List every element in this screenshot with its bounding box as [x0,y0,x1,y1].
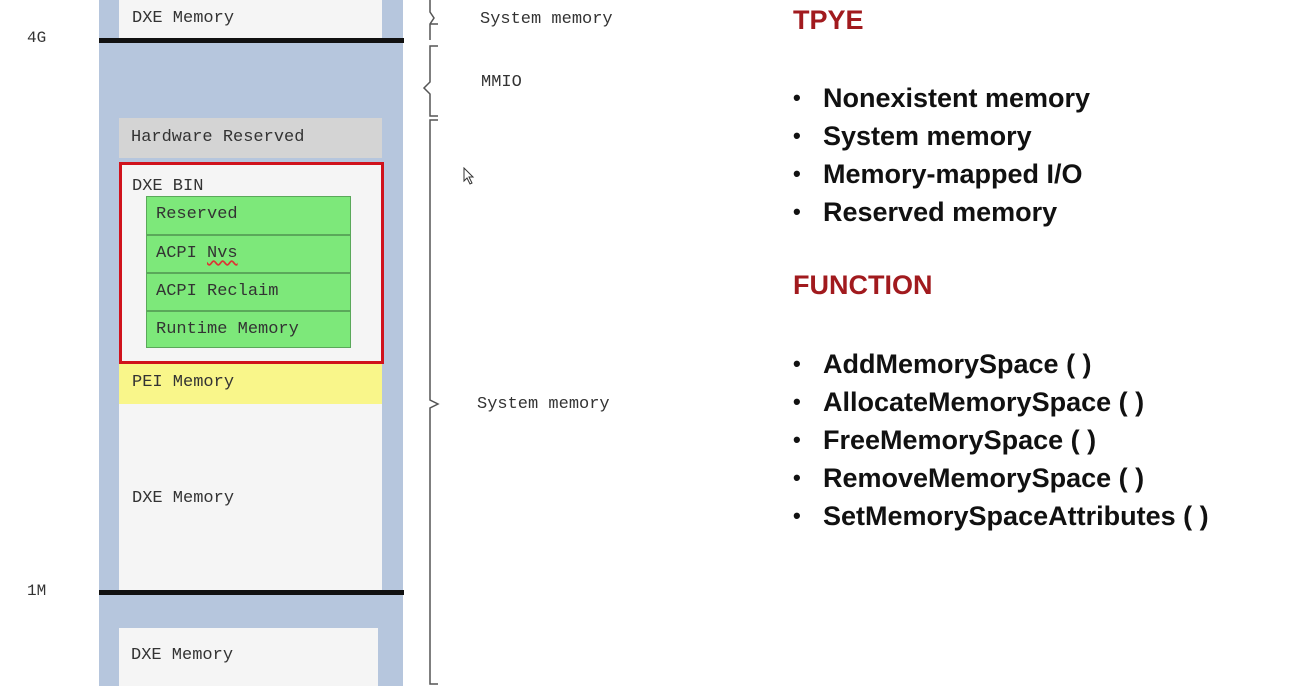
type-list: • Nonexistent memory • System memory • Memo… [793,79,1090,231]
function-item-label: SetMemorySpaceAttributes ( ) [823,501,1209,531]
mmio-bracket [422,45,438,117]
mouse-cursor-icon [463,167,475,185]
hardware-reserved-block: Hardware Reserved [119,118,382,158]
acpi-nvs-block: ACPI Nvs [146,235,351,273]
function-item-label: RemoveMemorySpace ( ) [823,463,1145,493]
dxe-memory-label-top: DXE Memory [132,9,235,28]
function-list: • AddMemorySpace ( ) • AllocateMemorySpace… [793,345,1209,535]
range-label-system-memory-top: System memory [480,10,613,29]
type-item-label: Reserved memory [823,197,1058,227]
dxe-memory-block-top: DXE Memory [119,0,382,38]
spellcheck-squiggle: Nvs [207,244,238,263]
function-list-item: • AllocateMemorySpace ( ) [793,383,1209,421]
type-list-item: • Memory-mapped I/O [793,155,1090,193]
acpi-nvs-label: ACPI Nvs [156,244,238,263]
runtime-memory-block: Runtime Memory [146,311,351,348]
function-item-label: AllocateMemorySpace ( ) [823,387,1145,417]
bullet-icon: • [793,85,801,110]
range-brackets [422,0,440,685]
range-label-system-memory: System memory [477,395,610,414]
range-label-mmio: MMIO [481,73,522,92]
bullet-icon: • [793,123,801,148]
system-memory-bracket [429,119,440,685]
type-heading: TPYE [793,5,864,35]
hardware-reserved-label: Hardware Reserved [131,128,305,147]
pei-memory-label: PEI Memory [132,373,235,392]
type-item-label: System memory [823,121,1032,151]
type-list-item: • Reserved memory [793,193,1090,231]
dxe-bin-label: DXE BIN [132,177,204,196]
bullet-icon: • [793,161,801,186]
function-list-item: • FreeMemorySpace ( ) [793,421,1209,459]
bullet-icon: • [793,465,801,490]
function-list-item: • SetMemorySpaceAttributes ( ) [793,497,1209,535]
4g-boundary-line [99,38,404,43]
function-list-item: • AddMemorySpace ( ) [793,345,1209,383]
type-item-label: Memory-mapped I/O [823,159,1083,189]
bullet-icon: • [793,389,801,414]
system-memory-top-bracket [429,0,438,40]
bullet-icon: • [793,351,801,376]
1m-boundary-line [99,590,404,595]
function-list-item: • RemoveMemorySpace ( ) [793,459,1209,497]
function-heading: FUNCTION [793,270,933,300]
reserved-block: Reserved [146,196,351,235]
acpi-reclaim-block: ACPI Reclaim [146,273,351,311]
dxe-memory-label-middle: DXE Memory [132,489,235,508]
bullet-icon: • [793,427,801,452]
dxe-memory-block-bottom: DXE Memory [119,628,378,686]
dxe-memory-block-middle: DXE Memory [119,404,382,590]
type-item-label: Nonexistent memory [823,83,1091,113]
bullet-icon: • [793,503,801,528]
type-list-item: • Nonexistent memory [793,79,1090,117]
type-list-item: • System memory [793,117,1090,155]
pei-memory-block: PEI Memory [119,364,382,404]
function-item-label: FreeMemorySpace ( ) [823,425,1097,455]
bullet-icon: • [793,199,801,224]
address-1m: 1M [27,582,47,600]
address-4g: 4G [27,29,47,47]
function-item-label: AddMemorySpace ( ) [823,349,1092,379]
dxe-memory-label-bottom: DXE Memory [131,646,234,665]
